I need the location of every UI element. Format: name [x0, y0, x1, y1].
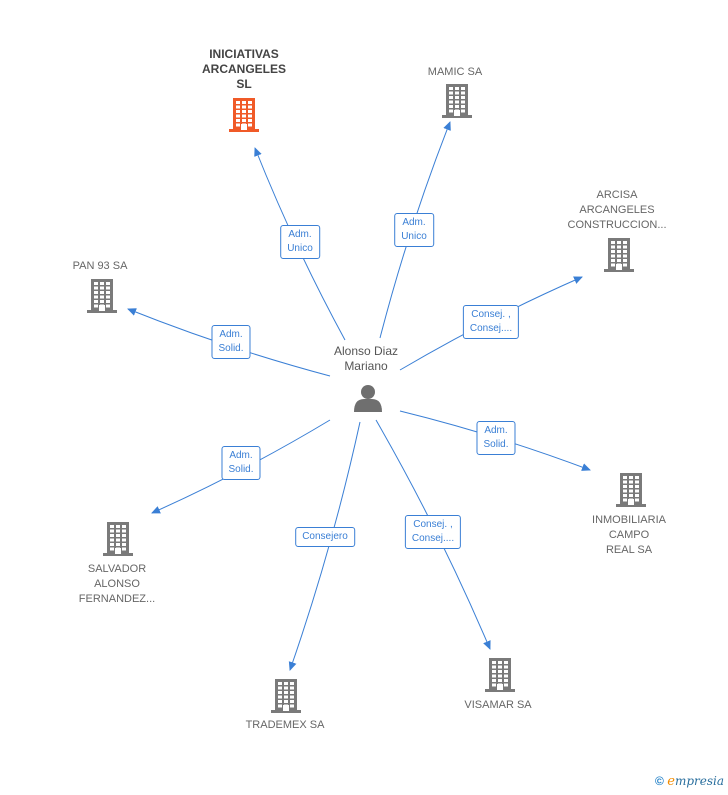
building-icon-pan93[interactable]	[87, 279, 117, 313]
building-icon-arcisa[interactable]	[604, 238, 634, 272]
company-label-pan93[interactable]: PAN 93 SA	[72, 260, 128, 272]
role-tag-trademex[interactable]: Consejero	[295, 527, 355, 547]
role-tag-salvador[interactable]: Adm.Solid.	[221, 446, 261, 480]
company-label-mamic[interactable]: MAMIC SA	[427, 66, 483, 78]
copyright-icon: ©	[655, 774, 664, 788]
role-tag-iniciativas[interactable]: Adm.Unico	[280, 225, 320, 259]
role-tag-arcisa[interactable]: Consej. ,Consej....	[462, 305, 520, 339]
role-tag-pan93[interactable]: Adm.Solid.	[211, 325, 251, 359]
role-tag-visamar[interactable]: Consej. ,Consej....	[404, 515, 462, 549]
building-icon-visamar[interactable]	[485, 658, 515, 692]
role-tag-mamic[interactable]: Adm.Unico	[394, 213, 434, 247]
center-person-label[interactable]: Alonso Diaz Mariano	[333, 344, 399, 373]
edge-trademex	[288, 421, 361, 671]
building-icon-iniciativas[interactable]	[229, 98, 259, 132]
brand-footer: © empresia	[655, 774, 724, 789]
building-icon-salvador[interactable]	[103, 522, 133, 556]
building-icon-inmobiliaria[interactable]	[616, 473, 646, 507]
building-icon-mamic[interactable]	[442, 84, 472, 118]
role-tag-inmobiliaria[interactable]: Adm.Solid.	[476, 421, 516, 455]
company-label-trademex[interactable]: TRADEMEX SA	[245, 719, 325, 731]
person-icon[interactable]	[354, 385, 382, 412]
company-label-visamar[interactable]: VISAMAR SA	[464, 699, 532, 711]
building-icon-trademex[interactable]	[271, 679, 301, 713]
